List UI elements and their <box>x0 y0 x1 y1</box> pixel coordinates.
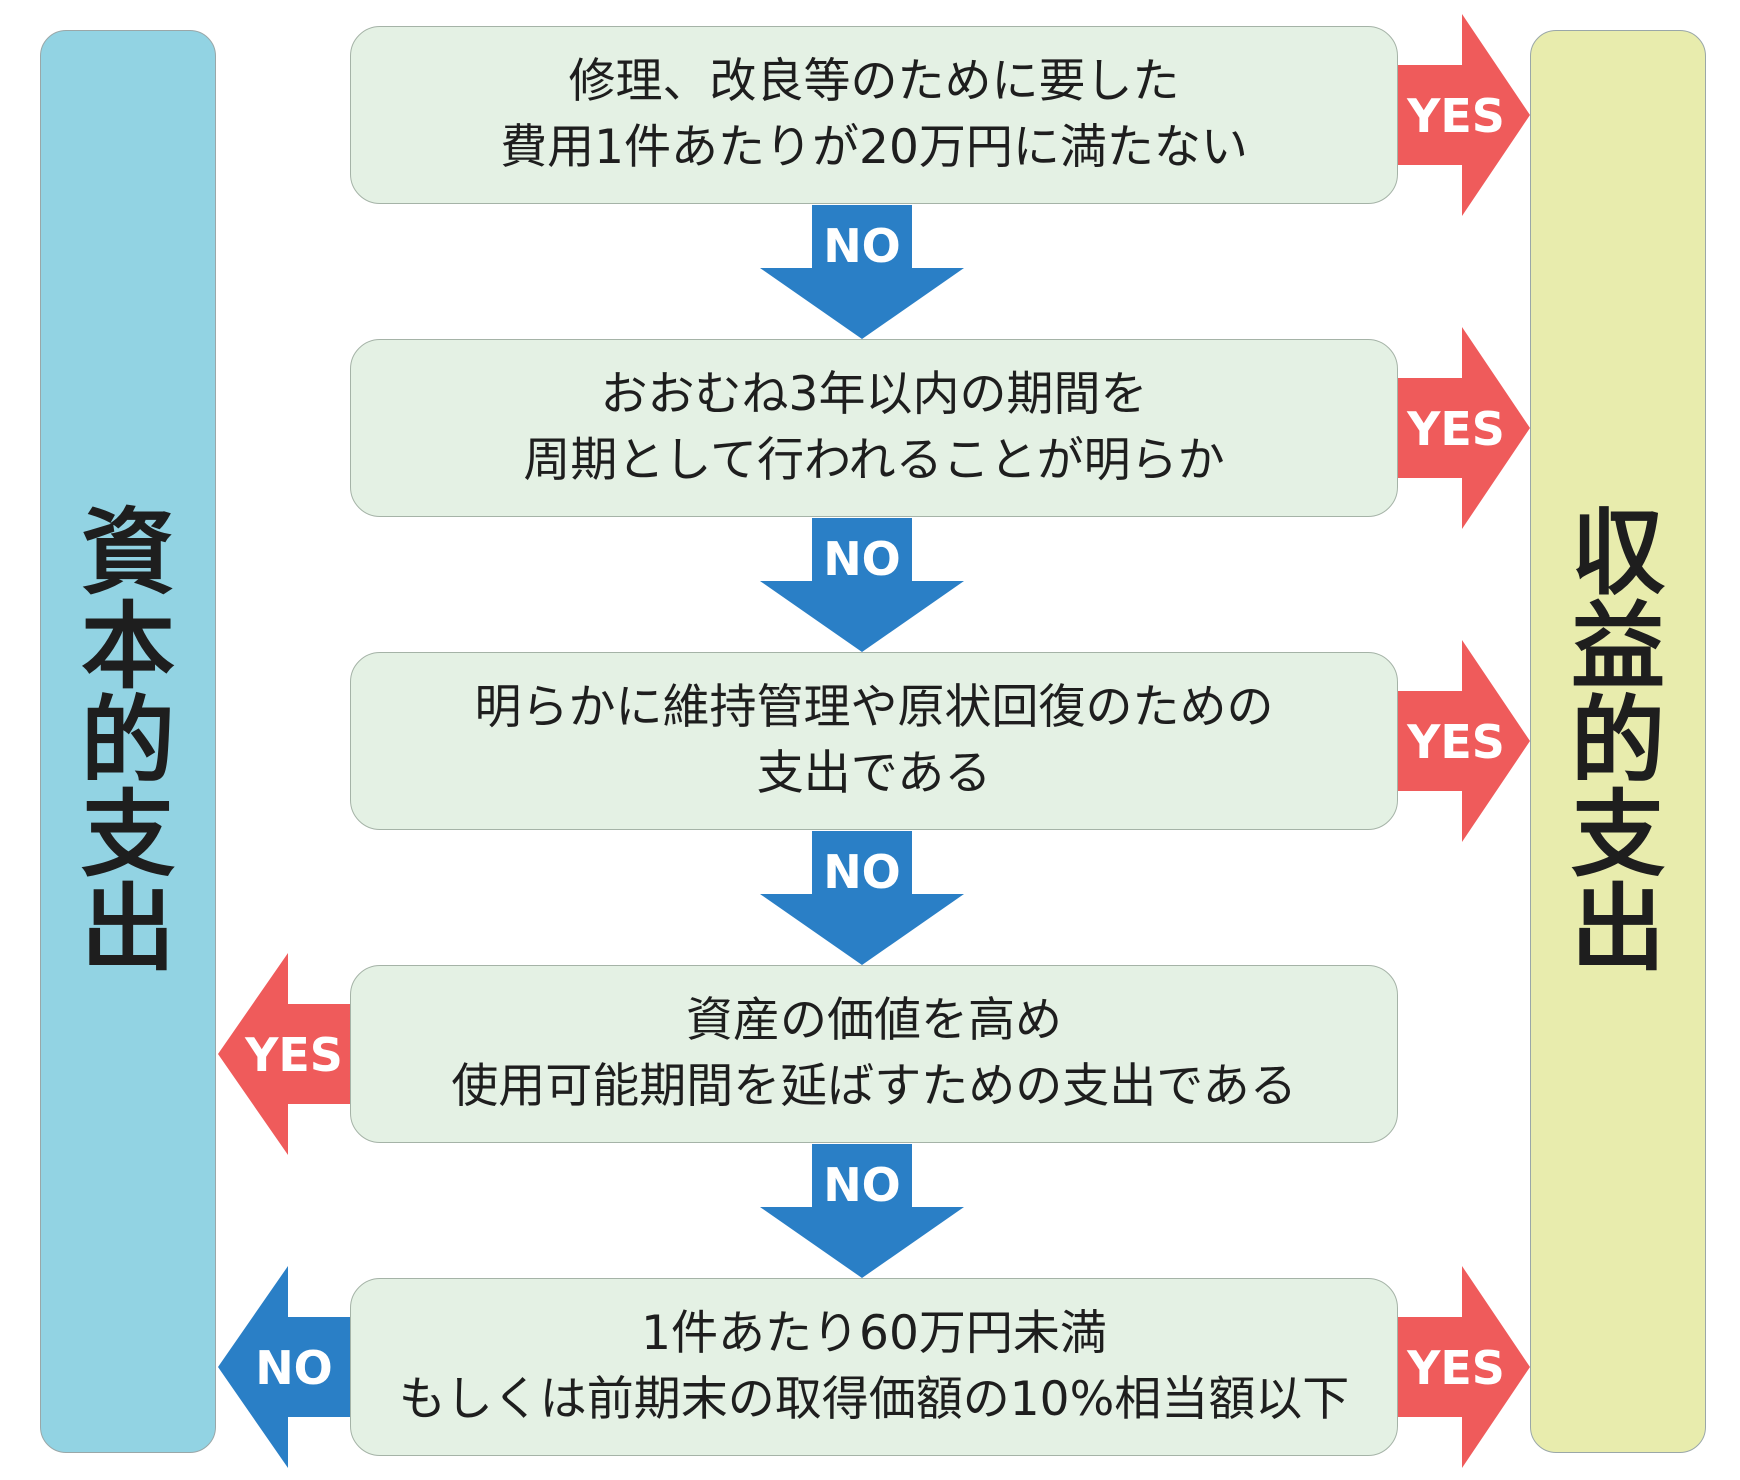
capital-expenditure-column: 資 本 的 支 出 <box>40 30 216 1453</box>
capital-label-char: 本 <box>80 592 175 702</box>
yes-arrow-right-1: YES <box>1398 14 1530 216</box>
revenue-label-char: 収 <box>1570 498 1665 608</box>
yes-label: YES <box>1406 715 1505 769</box>
question-line: おおむね3年以内の期間を <box>600 367 1148 422</box>
question-line: 周期として行われることが明らか <box>523 433 1225 488</box>
question-line: もしくは前期末の取得価額の10%相当額以下 <box>398 1372 1350 1427</box>
yes-arrow-left-4: YES <box>218 953 350 1155</box>
no-label: NO <box>823 845 901 899</box>
capital-label-char: 出 <box>80 874 175 984</box>
revenue-label-char: 的 <box>1570 686 1665 796</box>
no-label: NO <box>823 1158 901 1212</box>
no-label: NO <box>823 532 901 586</box>
question-line: 明らかに維持管理や原状回復のための <box>474 680 1274 735</box>
yes-arrow-right-3: YES <box>1398 640 1530 842</box>
question-box-1: 修理、改良等のために要した 費用1件あたりが20万円に満たない <box>350 26 1398 204</box>
revenue-label-char: 支 <box>1570 780 1665 890</box>
no-arrow-down-3: NO <box>760 831 964 965</box>
revenue-label-char: 出 <box>1570 874 1665 984</box>
question-line: 修理、改良等のために要した <box>568 54 1180 109</box>
no-arrow-left-5: NO <box>218 1266 350 1468</box>
yes-label: YES <box>1406 402 1505 456</box>
question-line: 1件あたり60万円未満 <box>641 1306 1107 1361</box>
question-box-4: 資産の価値を高め 使用可能期間を延ばすための支出である <box>350 965 1398 1143</box>
yes-arrow-right-5: YES <box>1398 1266 1530 1468</box>
capital-label-char: 支 <box>80 780 175 890</box>
question-line: 費用1件あたりが20万円に満たない <box>500 120 1248 175</box>
revenue-expenditure-column: 収 益 的 支 出 <box>1530 30 1706 1453</box>
capital-label-char: 資 <box>80 498 175 608</box>
question-line: 支出である <box>756 746 992 801</box>
question-line: 使用可能期間を延ばすための支出である <box>451 1059 1297 1114</box>
no-arrow-down-4: NO <box>760 1144 964 1278</box>
no-arrow-down-1: NO <box>760 205 964 339</box>
question-box-3: 明らかに維持管理や原状回復のための 支出である <box>350 652 1398 830</box>
question-box-5: 1件あたり60万円未満 もしくは前期末の取得価額の10%相当額以下 <box>350 1278 1398 1456</box>
no-label: NO <box>823 219 901 273</box>
capital-label-char: 的 <box>80 686 175 796</box>
no-label: NO <box>255 1341 333 1395</box>
question-line: 資産の価値を高め <box>686 993 1062 1048</box>
revenue-label-char: 益 <box>1570 592 1665 702</box>
yes-arrow-right-2: YES <box>1398 327 1530 529</box>
yes-label: YES <box>1406 1341 1505 1395</box>
no-arrow-down-2: NO <box>760 518 964 652</box>
yes-label: YES <box>1406 89 1505 143</box>
yes-label: YES <box>244 1028 343 1082</box>
question-box-2: おおむね3年以内の期間を 周期として行われることが明らか <box>350 339 1398 517</box>
